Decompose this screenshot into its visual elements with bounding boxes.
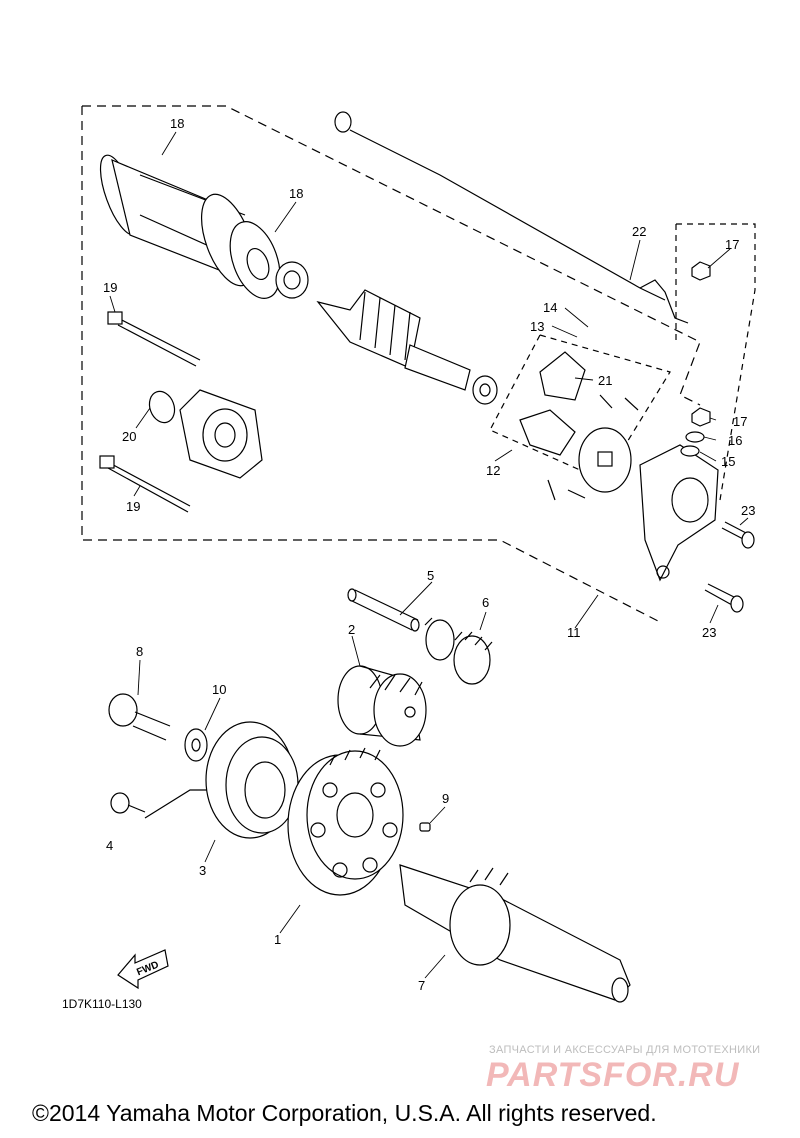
callout-16: 16 — [728, 433, 742, 448]
leader-lines — [109, 131, 749, 979]
fwd-arrow-icon — [117, 949, 169, 990]
bolt-8 — [108, 693, 171, 741]
callout-1: 1 — [274, 932, 281, 947]
callout-17-bottom: 17 — [733, 414, 747, 429]
reference-code: 1D7K110-L130 — [62, 997, 142, 1011]
nut-17-upper — [691, 261, 711, 281]
idle-gear-6 — [424, 617, 493, 685]
bearing-part — [275, 261, 309, 299]
callout-11: 11 — [567, 625, 581, 640]
starter-yoke-part — [99, 154, 281, 299]
callout-15: 15 — [721, 454, 735, 469]
assembly-boundary-12 — [489, 334, 671, 471]
callout-5: 5 — [427, 568, 434, 583]
callout-2: 2 — [348, 622, 355, 637]
nut-17-lower — [691, 407, 711, 427]
copyright-notice: ©2014 Yamaha Motor Corporation, U.S.A. A… — [32, 1100, 657, 1126]
brush-holder-12 — [519, 351, 639, 501]
starter-clutch-3 — [205, 721, 299, 839]
watermark-tagline: ЗАПЧАСТИ И АКСЕССУАРЫ ДЛЯ МОТОТЕХНИКИ — [489, 1044, 761, 1056]
callout-20: 20 — [122, 429, 136, 444]
callout-21: 21 — [598, 373, 612, 388]
callout-18-right: 18 — [289, 186, 303, 201]
watermark-logo: PARTSFOR.RU — [486, 1056, 740, 1094]
callout-labels: 1 2 3 4 5 6 7 8 9 10 11 12 13 14 15 16 1… — [103, 116, 755, 993]
through-bolt-19-upper — [107, 311, 201, 367]
washer-16 — [685, 431, 705, 443]
washer-10-hole — [191, 738, 201, 752]
callout-23-top: 23 — [741, 503, 755, 518]
washer-10 — [184, 728, 208, 762]
screw-23-upper — [721, 521, 755, 549]
crankshaft-gear-7 — [399, 864, 631, 1003]
callout-19-bottom: 19 — [126, 499, 140, 514]
callout-10: 10 — [212, 682, 226, 697]
callout-17-top: 17 — [725, 237, 739, 252]
assembly-boundary-11 — [81, 105, 701, 623]
callout-6: 6 — [482, 595, 489, 610]
shaft-5 — [347, 588, 420, 632]
screw-4 — [110, 789, 220, 819]
starter-clutch-gear-2 — [337, 665, 427, 747]
callout-19-top: 19 — [103, 280, 117, 295]
starter-cable-22 — [334, 111, 689, 324]
assembly-boundary-17 — [675, 223, 756, 501]
callout-4: 4 — [106, 838, 113, 853]
callout-13: 13 — [530, 319, 544, 334]
callout-23-bottom: 23 — [702, 625, 716, 640]
o-ring-20 — [148, 390, 176, 424]
callout-9: 9 — [442, 791, 449, 806]
callout-8: 8 — [136, 644, 143, 659]
key-9 — [419, 822, 431, 832]
rear-cover-part — [639, 444, 719, 582]
screw-23-lower — [704, 583, 744, 613]
armature-part — [316, 289, 498, 405]
callout-18-left: 18 — [170, 116, 184, 131]
washer-15 — [680, 445, 700, 457]
callout-3: 3 — [199, 863, 206, 878]
front-cover-part — [179, 389, 263, 479]
callout-14: 14 — [543, 300, 557, 315]
starter-wheel-gear-1 — [287, 747, 404, 896]
callout-12: 12 — [486, 463, 500, 478]
callout-7: 7 — [418, 978, 425, 993]
through-bolt-19-lower — [99, 455, 191, 513]
callout-22: 22 — [632, 224, 646, 239]
